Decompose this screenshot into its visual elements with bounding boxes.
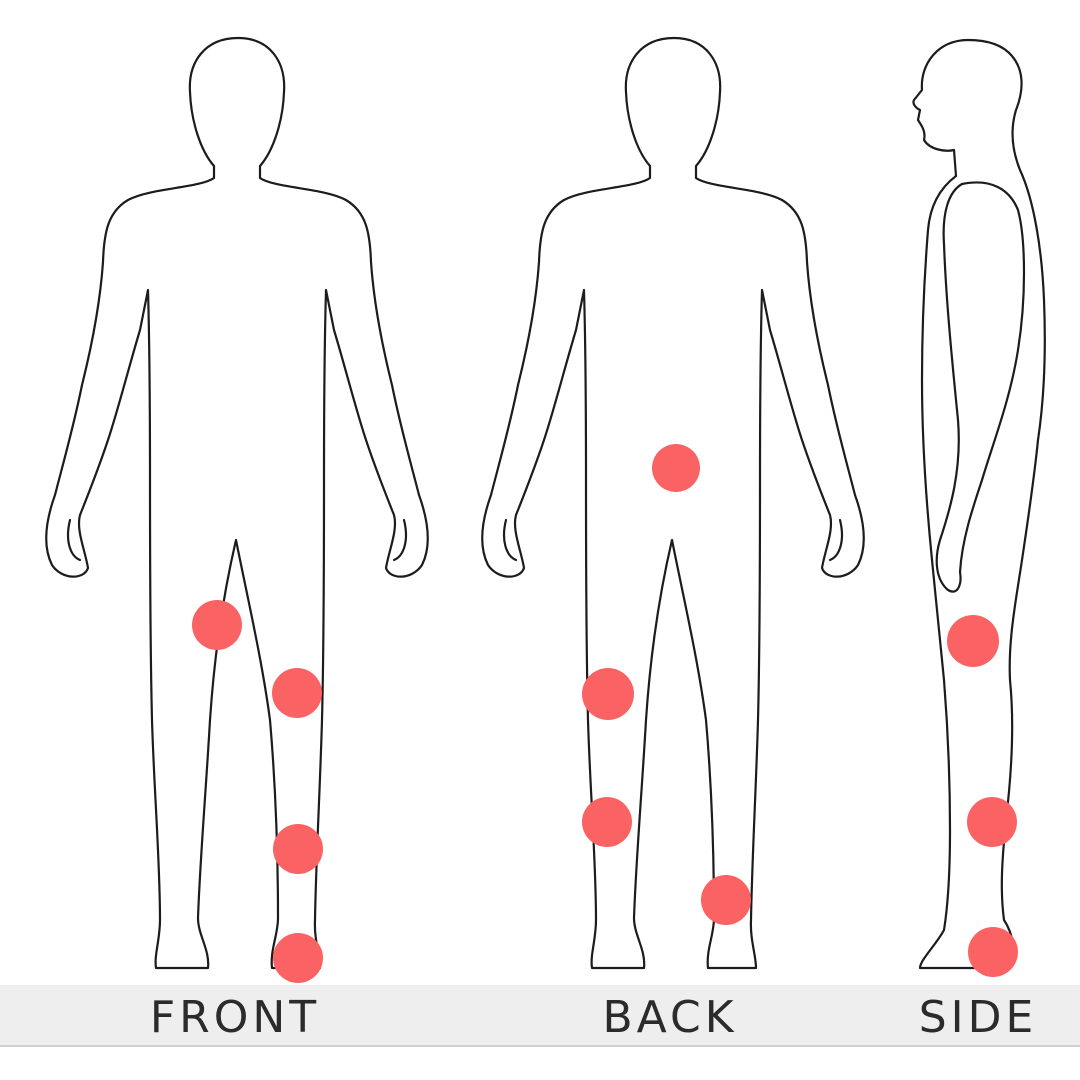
label-back: BACK	[602, 992, 737, 1043]
front-body-outline	[45, 36, 429, 970]
side-thigh-marker[interactable]	[947, 615, 999, 667]
front-upper-thigh-marker[interactable]	[192, 600, 242, 650]
label-front: FRONT	[150, 992, 320, 1043]
back-heel-marker[interactable]	[701, 875, 751, 925]
back-hamstring-marker[interactable]	[582, 668, 634, 720]
label-side: SIDE	[919, 992, 1038, 1043]
bottom-band	[0, 985, 1080, 1045]
side-foot-marker[interactable]	[968, 927, 1018, 977]
front-ankle-marker[interactable]	[273, 933, 323, 983]
front-knee-upper-marker[interactable]	[272, 668, 322, 718]
back-markers	[582, 444, 751, 925]
front-shin-marker[interactable]	[273, 824, 323, 874]
side-lower-leg-marker[interactable]	[967, 797, 1017, 847]
back-lower-back-marker[interactable]	[652, 444, 700, 492]
side-body-outline	[912, 38, 1046, 970]
front-markers	[192, 600, 323, 983]
back-calf-marker[interactable]	[582, 797, 632, 847]
back-body-outline	[481, 36, 865, 970]
side-markers	[947, 615, 1018, 977]
